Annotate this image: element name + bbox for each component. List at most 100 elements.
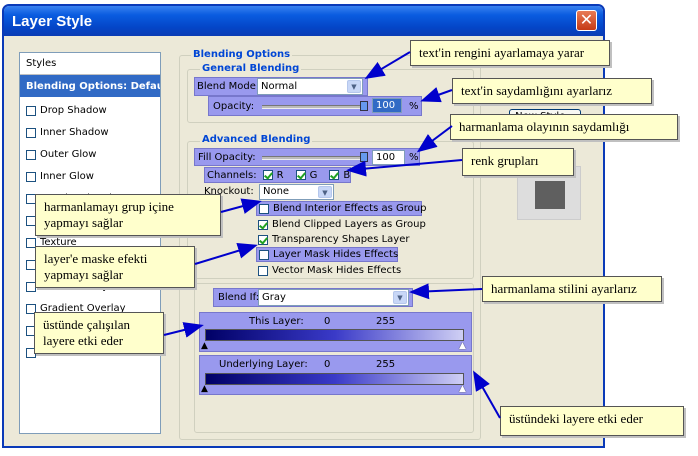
fill-opacity-unit: % <box>409 152 419 163</box>
advanced-option-label: Vector Mask Hides Effects <box>272 265 402 276</box>
opacity-slider-thumb[interactable] <box>360 101 368 111</box>
blend-if-group <box>194 283 474 433</box>
channel-b-label: B <box>343 169 351 181</box>
style-item[interactable]: Outer Glow <box>20 141 160 163</box>
opacity-unit: % <box>409 101 419 112</box>
advanced-option-checkbox[interactable] <box>258 219 268 230</box>
knockout-select[interactable]: None ▼ <box>259 184 334 200</box>
style-item-checkbox[interactable] <box>26 237 36 248</box>
advanced-option-checkbox[interactable] <box>259 203 269 214</box>
style-item-checkbox[interactable] <box>26 149 36 160</box>
advanced-option-checkbox[interactable] <box>258 265 268 276</box>
this-layer-white-slider[interactable]: ▲ <box>459 341 466 351</box>
close-icon[interactable]: ✕ <box>576 10 597 31</box>
fill-opacity-slider-thumb[interactable] <box>360 152 368 162</box>
style-item-checkbox[interactable] <box>26 105 36 116</box>
chevron-down-icon: ▼ <box>347 80 361 93</box>
callout-blend-opacity: harmanlama olayının saydamlığı <box>450 114 678 140</box>
underlying-layer-max: 255 <box>376 359 396 370</box>
style-item-label: Inner Glow <box>40 171 94 182</box>
chevron-down-icon: ▼ <box>318 186 332 198</box>
opacity-input[interactable]: 100 <box>372 98 402 113</box>
advanced-option-label: Transparency Shapes Layer <box>272 234 410 245</box>
callout-color-groups: renk grupları <box>462 148 574 176</box>
knockout-value: None <box>263 186 290 197</box>
style-item[interactable]: Inner Shadow <box>20 119 160 141</box>
blend-if-label: Blend If: <box>218 292 260 303</box>
callout-text-opacity-text: text'in saydamlığını ayarlarız <box>461 83 613 98</box>
this-layer-min: 0 <box>324 316 331 327</box>
channel-g-label: G <box>309 169 318 181</box>
style-item[interactable]: Drop Shadow <box>20 97 160 119</box>
style-item[interactable]: Inner Glow <box>20 163 160 185</box>
style-item-label: Gradient Overlay <box>40 303 126 314</box>
channels-row: Channels: R G B <box>204 167 351 183</box>
callout-group-blend-line1: harmanlamayı grup içine <box>44 199 174 214</box>
style-item-checkbox[interactable] <box>26 303 36 314</box>
advanced-option-label: Blend Interior Effects as Group <box>273 203 427 214</box>
channel-b-checkbox[interactable] <box>329 170 340 180</box>
opacity-value: 100 <box>376 100 396 111</box>
this-layer-gradient <box>205 329 464 341</box>
advanced-option-label: Blend Clipped Layers as Group <box>272 219 426 230</box>
underlying-black-slider[interactable]: ▲ <box>201 384 208 394</box>
style-item-label: Drop Shadow <box>40 105 107 116</box>
advanced-option-row[interactable]: Blend Interior Effects as Group <box>256 201 426 216</box>
callout-this-layer-line2: layere etki eder <box>43 333 124 348</box>
advanced-option-row[interactable]: Vector Mask Hides Effects <box>256 263 401 278</box>
opacity-label: Opacity: <box>213 100 255 112</box>
blend-mode-select[interactable]: Normal ▼ <box>257 78 363 95</box>
channel-g-checkbox[interactable] <box>295 170 306 180</box>
callout-underlying-text: üstündeki layere etki eder <box>509 411 643 426</box>
callout-mask: layer'e maske efekti yapmayı sağlar <box>35 246 195 288</box>
blend-if-value: Gray <box>262 292 286 303</box>
advanced-option-label: Layer Mask Hides Effects <box>273 249 399 260</box>
knockout-label: Knockout: <box>204 186 254 197</box>
preview-swatch <box>535 181 565 209</box>
underlying-white-slider[interactable]: ▲ <box>459 384 466 394</box>
channel-r-checkbox[interactable] <box>262 170 273 180</box>
advanced-option-checkbox[interactable] <box>259 249 269 260</box>
callout-mask-line2: yapmayı sağlar <box>44 267 124 282</box>
knockout-row: Knockout: <box>204 186 254 197</box>
blend-if-select[interactable]: Gray ▼ <box>258 289 409 306</box>
fill-opacity-value: 100 <box>376 152 396 163</box>
callout-underlying: üstündeki layere etki eder <box>500 406 684 436</box>
title-bar: Layer Style ✕ <box>4 6 603 36</box>
callout-text-color: text'in rengini ayarlamaya yarar <box>410 40 610 66</box>
fill-opacity-slider[interactable] <box>262 156 366 160</box>
advanced-blending-title: Advanced Blending <box>200 134 313 145</box>
blend-mode-value: Normal <box>261 81 298 92</box>
advanced-option-row[interactable]: Blend Clipped Layers as Group <box>256 217 426 232</box>
advanced-option-row[interactable]: Layer Mask Hides Effects <box>256 247 398 262</box>
callout-text-opacity: text'in saydamlığını ayarlarız <box>452 78 652 104</box>
fill-opacity-input[interactable]: 100 <box>372 150 405 165</box>
callout-text-color-text: text'in rengini ayarlamaya yarar <box>419 45 585 60</box>
window-title: Layer Style <box>12 13 93 30</box>
style-item[interactable]: Texture <box>20 229 160 251</box>
underlying-layer-label: Underlying Layer: <box>219 359 308 370</box>
styles-header[interactable]: Styles <box>20 53 160 75</box>
advanced-option-checkbox[interactable] <box>258 234 268 245</box>
callout-group-blend: harmanlamayı grup içine yapmayı sağlar <box>35 194 221 236</box>
this-layer-label: This Layer: <box>249 316 304 327</box>
callout-mask-line1: layer'e maske efekti <box>44 251 148 266</box>
callout-blend-style: harmanlama stilini ayarlarız <box>482 276 662 302</box>
advanced-option-row[interactable]: Transparency Shapes Layer <box>256 232 409 247</box>
channel-r-label: R <box>276 169 284 181</box>
this-layer-max: 255 <box>376 316 396 327</box>
style-item-checkbox[interactable] <box>26 127 36 138</box>
this-layer-black-slider[interactable]: ▲ <box>201 341 208 351</box>
chevron-down-icon: ▼ <box>393 291 407 304</box>
underlying-layer-gradient <box>205 373 464 385</box>
style-item[interactable]: Gradient Overlay <box>20 295 160 317</box>
opacity-slider[interactable] <box>262 105 366 109</box>
callout-group-blend-line2: yapmayı sağlar <box>44 215 124 230</box>
callout-blend-style-text: harmanlama stilini ayarlarız <box>491 281 637 296</box>
callout-this-layer-line1: üstünde çalışılan <box>43 317 131 332</box>
fill-opacity-label: Fill Opacity: <box>198 151 256 163</box>
style-item-checkbox[interactable] <box>26 171 36 182</box>
style-item-label: Blending Options: Default <box>26 80 161 92</box>
style-item[interactable]: Blending Options: Default <box>20 75 160 97</box>
